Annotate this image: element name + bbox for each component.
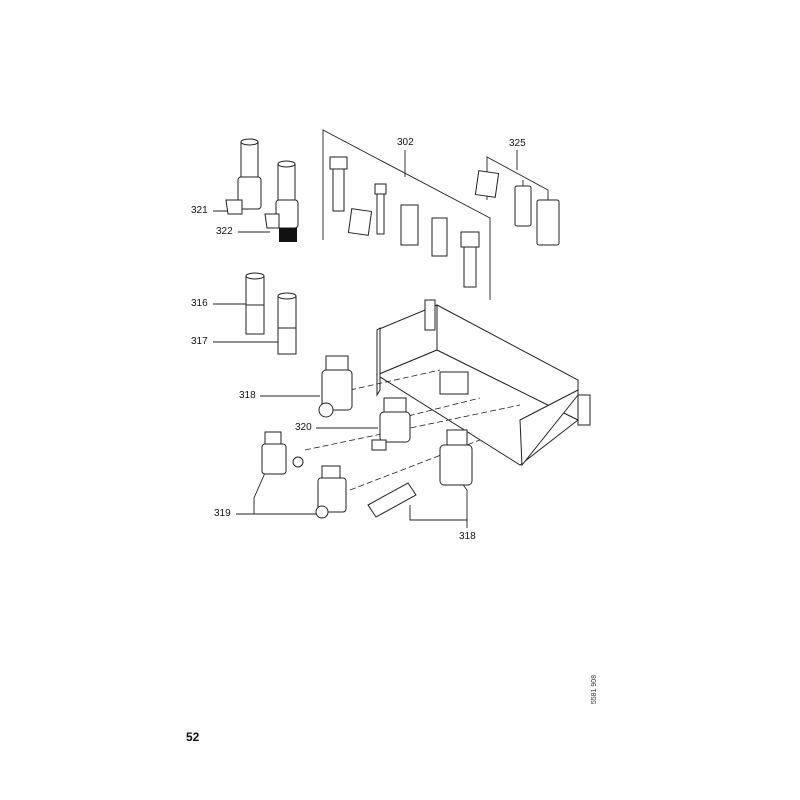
callout-318-upper: 318 — [239, 390, 256, 401]
leader-lines — [213, 129, 549, 528]
valve-321 — [225, 138, 262, 215]
callout-325: 325 — [509, 138, 526, 149]
callout-318-lower: 318 — [459, 531, 476, 542]
document-number: 5581 908 — [591, 674, 599, 705]
valve-318-upper — [318, 355, 353, 418]
callout-319: 319 — [214, 508, 231, 519]
valve-319-lower — [315, 465, 347, 519]
assembly-lines — [304, 369, 521, 491]
fitting-set-302 — [329, 156, 480, 288]
callout-302: 302 — [397, 137, 414, 148]
nipple-317 — [277, 292, 297, 355]
nipple-316 — [245, 272, 265, 335]
valve-319-upper — [261, 431, 304, 475]
valve-322 — [264, 160, 299, 242]
callout-317: 317 — [191, 336, 208, 347]
callout-322: 322 — [216, 226, 233, 237]
mounting-bracket — [375, 299, 591, 467]
callout-321: 321 — [191, 205, 208, 216]
valve-318-lower — [367, 429, 473, 518]
valve-320 — [371, 397, 411, 451]
callout-316: 316 — [191, 298, 208, 309]
page-number: 52 — [186, 730, 200, 744]
callout-320: 320 — [295, 422, 312, 433]
fitting-set-325 — [474, 170, 560, 246]
